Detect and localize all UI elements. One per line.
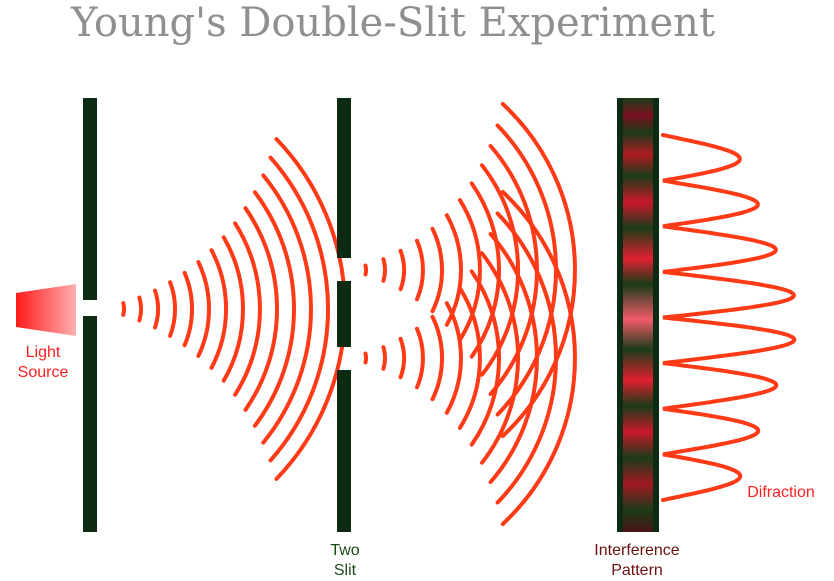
double-slit-barrier-middle xyxy=(337,281,351,347)
wavefront-arc xyxy=(243,206,280,412)
wavefront-arc xyxy=(209,248,229,370)
wavefront-arc-lower-slit xyxy=(444,301,463,415)
two-slit-label-line2: Slit xyxy=(334,562,357,579)
wavefront-arc-lower-slit xyxy=(488,232,539,484)
wavefront-arc-lower-slit xyxy=(480,251,520,465)
wavefront-arc xyxy=(121,301,127,317)
wavefront-arc xyxy=(233,221,262,397)
wavefront-arc-upper-slit xyxy=(469,181,501,359)
single-slit-barrier-bottom xyxy=(83,316,97,532)
diffraction-label: Difraction xyxy=(747,484,815,501)
double-slit-barrier-top xyxy=(337,98,351,258)
light-source-label-line1: Light xyxy=(26,344,61,361)
wavefront-arc xyxy=(153,288,161,330)
wavefront-arc-lower-slit xyxy=(430,314,444,402)
wavefront-arc xyxy=(168,280,178,338)
wavefront-arc-upper-slit xyxy=(363,263,369,277)
wavefront-arc xyxy=(261,173,313,445)
wavefront-arc-lower-slit xyxy=(500,190,577,526)
two-slit-label-line1: Two xyxy=(330,542,359,559)
wavefront-arc-lower-slit xyxy=(398,336,406,380)
intensity-curve xyxy=(661,133,797,502)
wavefront-arc xyxy=(252,190,296,428)
wavefront-arc xyxy=(182,270,195,348)
light-source-label-line2: Source xyxy=(18,364,69,381)
wavefront-arc-upper-slit xyxy=(430,226,444,314)
wavefront-arc xyxy=(221,235,245,383)
interference-screen xyxy=(617,98,659,532)
wavefront-arc-upper-slit xyxy=(381,257,387,283)
wavefront-arc-upper-slit xyxy=(500,102,577,438)
wavefront-arc-lower-slit xyxy=(469,269,501,447)
double-slit-barrier-bottom xyxy=(337,370,351,532)
light-source-icon xyxy=(16,284,76,336)
wavefront-arc-upper-slit xyxy=(398,248,406,292)
wavefront-arc-lower-slit xyxy=(381,345,387,371)
single-slit-barrier-top xyxy=(83,98,97,300)
screen-edge-right xyxy=(653,98,659,532)
diagram-title: Young's Double-Slit Experiment xyxy=(70,0,715,46)
wavefront-arc-lower-slit xyxy=(457,286,482,430)
wavefront-arc-upper-slit xyxy=(457,198,482,342)
wavefront-arc-lower-slit xyxy=(495,211,558,505)
wavefront-arc-lower-slit xyxy=(415,326,425,390)
interference-pattern-label-line1: Interference xyxy=(594,542,679,559)
interference-pattern-label-line2: Pattern xyxy=(611,562,663,579)
wavefront-arc xyxy=(196,260,212,358)
wavefront-arc-upper-slit xyxy=(415,238,425,302)
wavefront-arc xyxy=(268,155,330,463)
wavefront-arc xyxy=(137,295,143,323)
wavefront-arc-lower-slit xyxy=(363,351,369,365)
screen-edge-left xyxy=(617,98,623,532)
